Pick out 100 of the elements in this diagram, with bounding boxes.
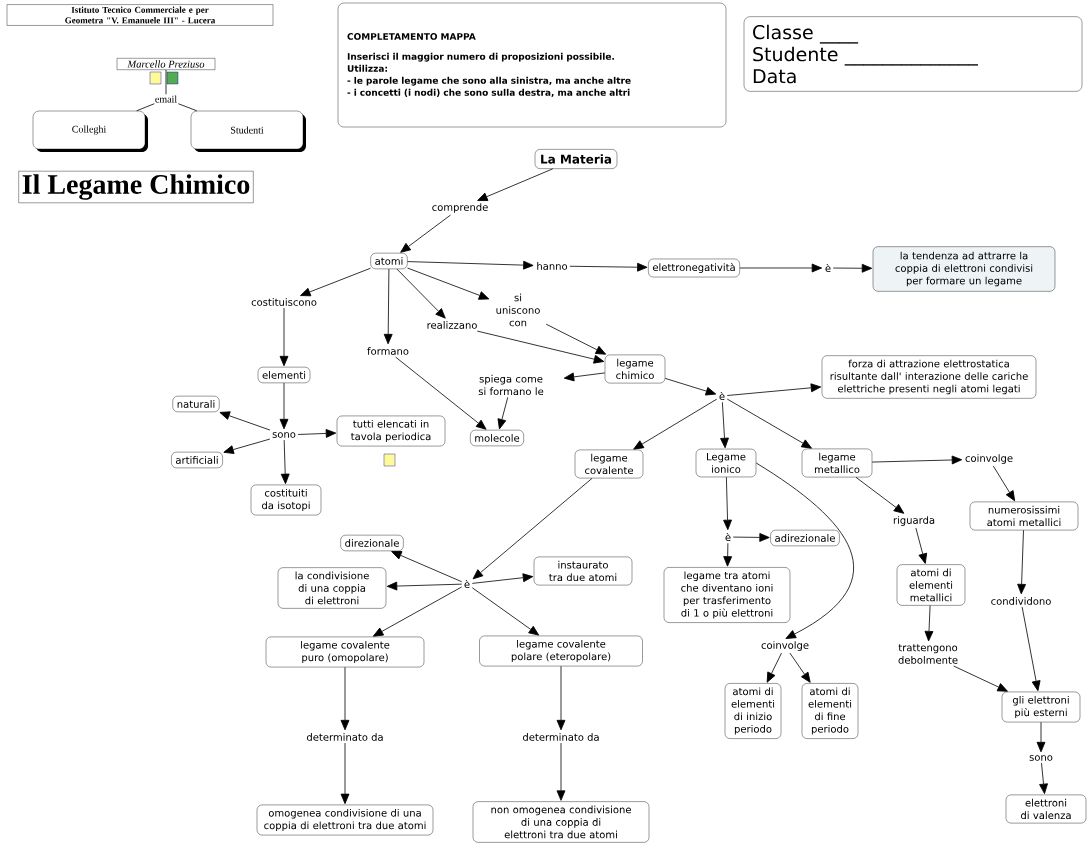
concept-box: forza di attrazione elettrostatica risultante dall' interazione delle cariche elettriche presenti negli atomi legati [821,355,1037,399]
concept-box: elettroni di valenza [1005,794,1087,824]
concept-box: naturali [172,395,220,413]
concept-box: atomi di elementi metallici [896,564,966,606]
arrow [556,665,566,731]
arrow [477,168,554,201]
arrow [723,476,732,531]
arrow [726,383,822,396]
arrow [340,742,350,805]
concept-box: legame tra atomi che diventano ioni per trasferimento di 1 o più elettroni [663,567,791,623]
link-phrase: costituiscono [251,298,317,306]
concept-box: tutti elencati in tavola periodica [336,415,446,447]
link-phrase: email [155,95,177,103]
arrow [871,455,963,465]
student-box: Classe ____ Studente ______________ Data [743,16,1083,92]
concept-box: elettronegatività [648,258,740,278]
arrow [472,477,593,580]
arrow [953,665,1008,692]
arrow [280,439,290,485]
arrow [755,462,854,639]
arrow [924,605,934,642]
concept-box: omogenea condivisione di una coppia di elettroni tra due atomi [256,804,434,836]
concept-box: costituiti da isotopi [250,484,322,516]
arrow [720,401,729,449]
concept-box: legame covalente puro (omopolare) [265,636,425,668]
arrow [386,581,463,591]
arrow [664,377,717,396]
arrow [297,429,337,438]
link-phrase: è [719,391,725,401]
arrow [471,587,540,636]
concept-box: atomi di elementi di inizio periodo [724,683,782,739]
connector-line [165,69,167,95]
arrow [279,382,289,430]
concept-box: instaurato tra due atomi [533,556,633,586]
arrow [497,396,509,430]
arrow [992,465,1016,502]
link-phrase: è [725,532,731,542]
concept-box: Legame ionico [695,448,757,478]
arrow [739,263,823,273]
link-phrase: realizzano [427,321,477,329]
link-phrase: condividono [991,597,1051,605]
concept-box: atomi di elementi di fine periodo [801,683,859,739]
arrow [766,652,782,683]
concept-box: non omogenea condivisione di una coppia di elettroni tra due atomi [472,801,650,843]
arrow [279,307,289,367]
arrow [545,323,607,355]
link-phrase: determinato da [306,733,383,741]
concept-box: legame covalente polare (eteropolare) [479,635,643,667]
link-phrase: sono [1029,755,1053,761]
contact-box: Colleghi [32,110,148,152]
link-phrase: formano [367,347,409,355]
arrow [383,268,393,345]
arrow [726,398,812,449]
concept-box: legame covalente [574,449,644,479]
concept-box: numerosissimi atomi metallici [969,501,1079,531]
arrow [471,573,534,584]
arrow [395,356,487,430]
link-phrase: riguarda [893,516,935,526]
concept-box: legame metallico [801,448,873,478]
arrow [300,267,371,297]
arrow [1017,529,1026,595]
arrow [556,742,566,801]
author-box: Marcello Preziuso [116,58,216,70]
link-phrase: è [464,579,470,589]
concept-box: la condivisione di una coppia di elettroni [277,567,387,609]
arrow [223,438,271,454]
arrow [340,666,350,731]
connector-line [136,103,155,112]
arrow [1036,721,1046,753]
arrow [400,214,451,253]
arrow [407,260,534,270]
header-box: Istituto Tecnico Commerciale e per Geometra "V. Emanuele III" - Lucera [6,4,274,26]
arrow [732,533,770,542]
concept-box: molecole [470,429,524,447]
title-box: Il Legame Chimico [18,171,254,203]
arrow [219,411,271,431]
arrow [569,262,648,272]
arrow [1021,606,1041,692]
arrow [855,476,905,514]
arrow [633,398,718,450]
link-phrase: si uniscono con [496,293,540,327]
arrow [1039,762,1048,794]
concept-box: atomi [370,252,408,270]
concept-box: La Materia [534,149,618,169]
concept-box: artificiali [171,451,223,469]
concept-box: la tendenza ad attrarre la coppia di elettroni condivisi per formare un legame [872,246,1056,292]
arrow [563,372,606,382]
link-phrase: coinvolge [965,454,1013,464]
link-phrase: è [825,263,831,273]
link-phrase: sono [272,432,296,438]
arrow [832,263,873,273]
link-phrase: coinvolge [761,641,809,651]
connector-line [177,103,198,112]
instruction-box: COMPLETAMENTO MAPPA Inserisci il maggior numero di proposizioni possibile. Utilizza: - le parole legame che sono alla sinistra, ma anche altre - i concetti (i nodi) che sono sulla destra, ma anche altri [337,2,727,128]
concept-box: elementi [257,366,311,384]
contact-box: Studenti [190,110,306,152]
arrow [372,586,463,637]
arrow [789,652,811,683]
concept-box: gli elettroni più esterni [1001,691,1081,723]
arrow [723,542,733,567]
